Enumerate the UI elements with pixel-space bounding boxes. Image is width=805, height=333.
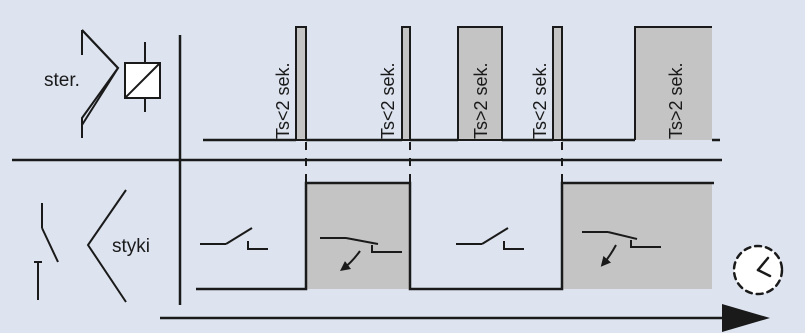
pulse-2: Ts<2 sek. <box>378 26 411 141</box>
pulse-5: Ts>2 sek. <box>634 26 712 140</box>
pulse-label: Ts>2 sek. <box>471 62 491 139</box>
contact-symbol-icon <box>34 203 59 300</box>
sync-dashed-lines <box>305 142 563 183</box>
contact-closing-symbol <box>582 231 661 267</box>
contact-closed-region-2 <box>562 183 712 289</box>
pulse-1: Ts<2 sek. <box>273 26 307 141</box>
relay-coil-icon <box>124 42 161 112</box>
contact-signal-line <box>196 181 714 291</box>
contact-closing-symbol <box>320 237 402 272</box>
clock-icon <box>732 244 784 296</box>
pulse-label: Ts<2 sek. <box>378 62 398 139</box>
pulse-3: Ts>2 sek. <box>457 26 503 141</box>
contact-closed-region-1 <box>306 183 410 289</box>
contacts-chevron-shape <box>86 189 127 303</box>
contact-open-symbol <box>200 227 268 250</box>
pulse-label: Ts<2 sek. <box>273 62 293 139</box>
pulse-label: Ts>2 sek. <box>666 62 686 139</box>
contacts-label: styki <box>112 236 150 257</box>
pulse-label: Ts<2 sek. <box>530 62 550 139</box>
control-label: ster. <box>44 70 80 91</box>
diagram-frame <box>12 35 722 305</box>
contact-open-symbol <box>456 227 524 250</box>
pulse-4: Ts<2 sek. <box>530 26 563 141</box>
control-chevron-outline <box>81 29 120 126</box>
time-arrow-icon <box>160 304 770 332</box>
